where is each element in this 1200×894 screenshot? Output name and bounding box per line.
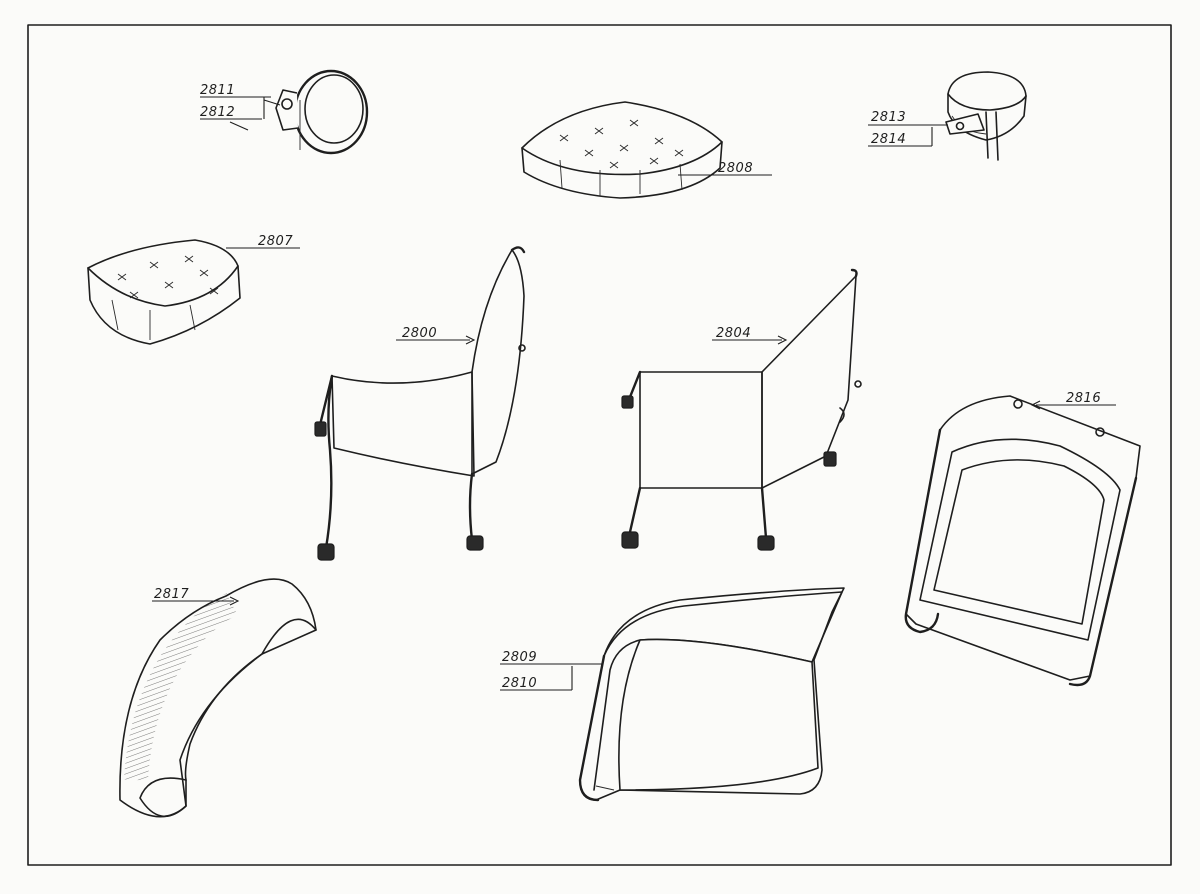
label-2804: 2804 (716, 326, 751, 341)
mesh-chair-2804 (621, 268, 862, 551)
label-2809: 2809 (502, 650, 537, 665)
label-2811: 2811 (200, 83, 235, 98)
label-2812: 2812 (200, 105, 235, 120)
seat-back-frame-2816 (904, 395, 1141, 687)
band-clamp-2813-2814 (945, 71, 1027, 161)
label-2807: 2807 (258, 234, 293, 249)
cushion-2807 (87, 239, 241, 345)
label-2808: 2808 (718, 161, 753, 176)
mesh-chair-2800 (314, 246, 526, 561)
seat-shell-2809-2810 (578, 587, 845, 802)
label-2810: 2810 (502, 676, 537, 691)
label-2816: 2816 (1066, 391, 1101, 406)
label-2813: 2813 (871, 110, 906, 125)
clamp-ring-2811-2812 (275, 69, 369, 155)
label-2814: 2814 (871, 132, 906, 147)
curved-arm-pad-2817 (119, 578, 317, 818)
drawing-border (27, 24, 1172, 866)
label-2817: 2817 (154, 587, 189, 602)
label-2800: 2800 (402, 326, 437, 341)
cushion-2808 (521, 101, 723, 199)
